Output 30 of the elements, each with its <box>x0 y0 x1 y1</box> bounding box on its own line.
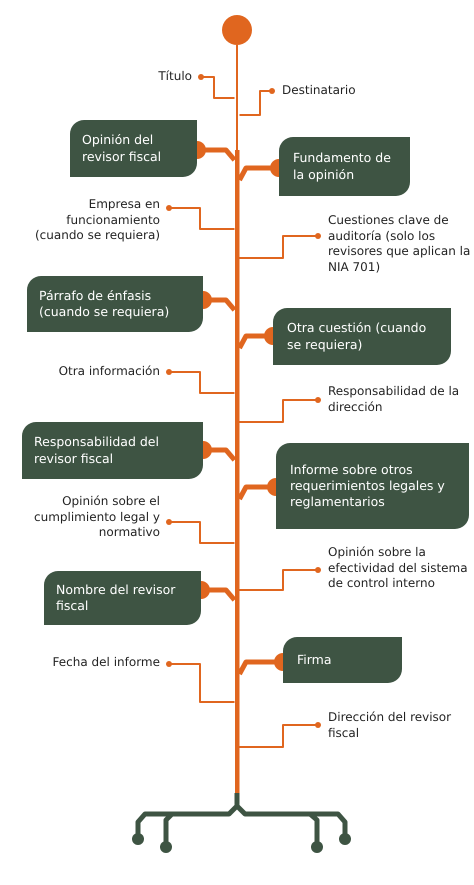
section-label: Fecha del informe <box>20 655 160 673</box>
section-label: Dirección del revisor fiscal <box>328 710 468 746</box>
section-box: Opinión del revisor fiscal <box>70 120 197 177</box>
section-box: Nombre del revisor fiscal <box>44 571 201 625</box>
trunk-bar <box>234 45 240 793</box>
leader-line <box>240 567 321 591</box>
section-box: Firma <box>283 637 402 683</box>
leader-line <box>166 369 234 394</box>
section-box: Fundamento de la opinión <box>279 137 410 196</box>
section-label: Cuestiones clave de auditoría (solo los revisores que aplican la NIA 701) <box>328 213 473 285</box>
leader-line <box>198 74 234 99</box>
leader-line <box>166 661 234 703</box>
section-label: Opinión sobre la efectividad del sistema de control interno <box>328 545 468 617</box>
section-label: Destinatario <box>282 83 382 101</box>
section-box: Informe sobre otros requerimientos legales y reglamentarios <box>276 443 469 529</box>
leader-line <box>240 397 321 423</box>
leader-line <box>240 722 321 748</box>
section-box: Responsabilidad del revisor fiscal <box>22 422 203 479</box>
top-circle <box>222 15 252 45</box>
leader-line <box>166 519 234 544</box>
section-box: Otra cuestión (cuando se requiera) <box>273 308 451 365</box>
leader-line <box>166 205 234 230</box>
section-label: Título <box>130 69 192 87</box>
section-label: Opinión sobre el cumplimiento legal y normativo <box>18 494 160 546</box>
section-label: Otra información <box>30 364 160 382</box>
section-label: Responsabilidad de la dirección <box>328 384 468 418</box>
section-box: Párrafo de énfasis (cuando se requiera) <box>27 276 203 332</box>
leader-line <box>240 233 321 259</box>
leader-line <box>240 88 275 116</box>
section-label: Empresa en funcionamiento (cuando se requiera) <box>20 197 160 247</box>
